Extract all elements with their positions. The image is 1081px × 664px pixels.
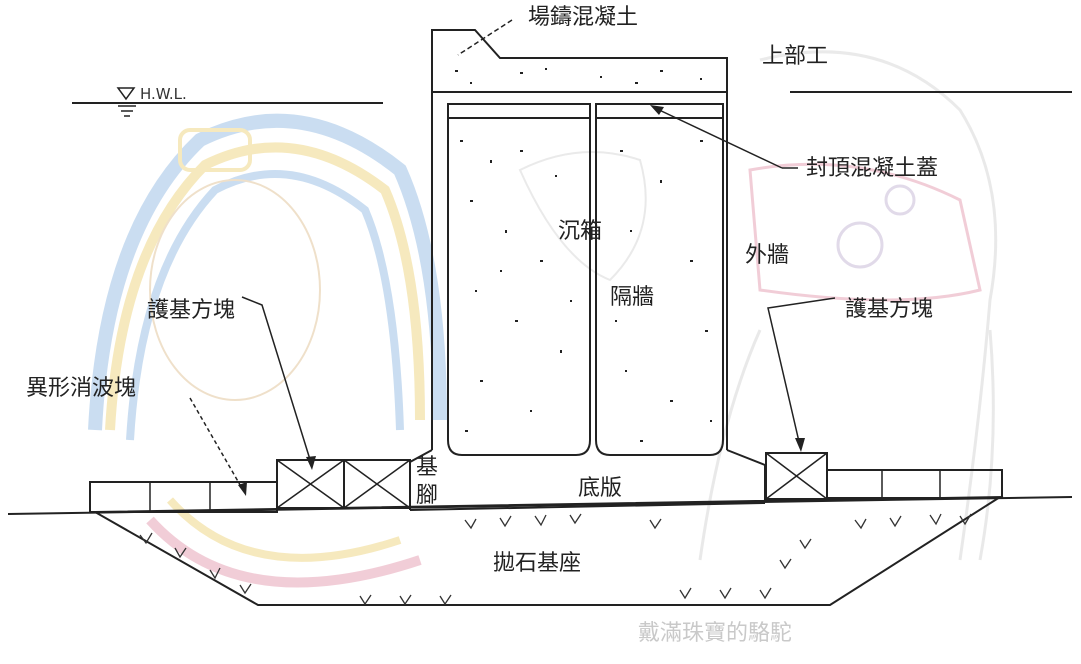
armor-block-left-label: 護基方塊 [147,298,235,323]
rubble-marks [139,513,972,606]
outer-wall-label: 外牆 [745,243,789,268]
wave-blocks-left [89,481,278,513]
superstructure-label: 上部工 [762,44,828,69]
armor-block-right-label: 護基方塊 [845,297,933,322]
armor-blocks-left [276,459,411,509]
wave-block-label: 異形消波塊 [26,376,136,401]
water-level-icon [116,87,136,117]
cast-concrete-block [431,29,728,93]
rubble-mound [91,495,1004,606]
caisson-label: 沉箱 [558,219,602,244]
caisson-cell-left [447,103,591,456]
armor-blocks-right [765,452,1003,500]
caisson-cell-right [595,103,724,456]
hwl-label: H.W.L. [140,85,187,103]
cast-concrete-arrow [457,19,513,56]
armor-right-arrow [767,297,836,447]
armor-left-arrow [241,296,313,467]
footing-label-2: 腳 [416,483,438,508]
footing-label-1: 基 [416,455,438,480]
caisson-body [409,29,766,511]
watermark-text: 戴滿珠寶的駱駝 [638,621,792,646]
cap-concrete-arrow [654,107,783,169]
cast-concrete-label: 場鑄混凝土 [528,5,638,30]
base-slab-label: 底版 [578,476,622,501]
cap-concrete-label: 封頂混凝土蓋 [806,156,938,181]
partition-label: 隔牆 [610,285,654,310]
fill-texture [455,68,712,442]
background-sketch [88,50,998,588]
wave-block-arrow [189,397,244,491]
rubble-mound-label: 拋石基座 [493,551,581,576]
